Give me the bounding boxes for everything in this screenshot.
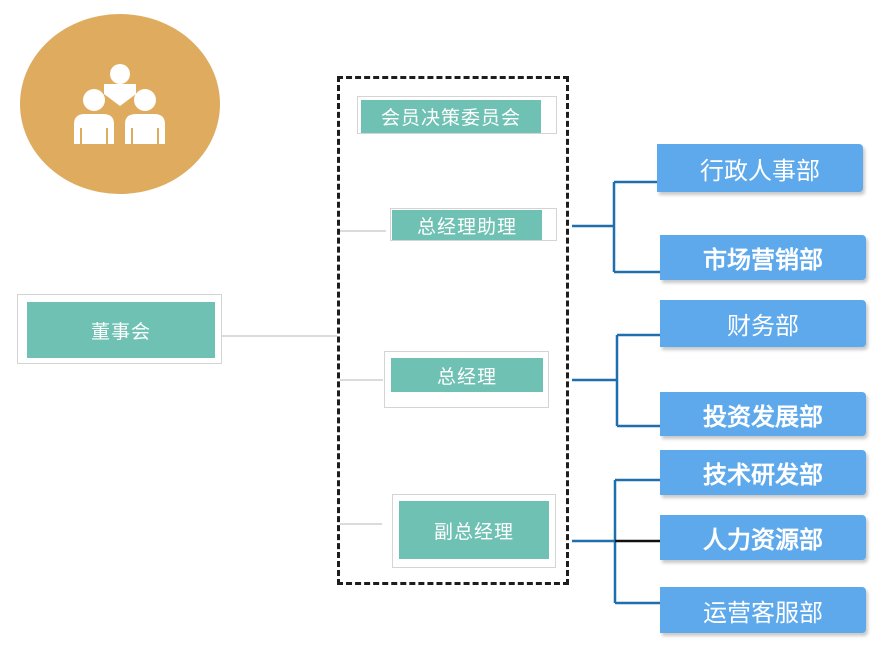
gm-label: 总经理 [436, 365, 497, 388]
management-dashed-frame [337, 76, 569, 585]
dept-marketing-label: 市场营销部 [703, 246, 823, 274]
dept-operations-label: 运营客服部 [703, 598, 823, 627]
people-group-icon [74, 64, 165, 144]
group2-connector [572, 333, 660, 428]
dept-finance-label: 财务部 [727, 312, 799, 340]
deputy-gm-box[interactable]: 副总经理 [399, 501, 549, 559]
dept-finance[interactable]: 财务部 [660, 300, 866, 347]
dept-investment[interactable]: 投资发展部 [660, 392, 866, 436]
dept-hr[interactable]: 人力资源部 [660, 515, 866, 560]
dept-operations[interactable]: 运营客服部 [660, 587, 866, 633]
dept-rnd[interactable]: 技术研发部 [660, 450, 866, 495]
assistant-gm-label: 总经理助理 [416, 215, 517, 238]
committee-box[interactable]: 会员决策委员会 [361, 100, 541, 133]
dept-admin-hr[interactable]: 行政人事部 [657, 144, 863, 192]
deputy-gm-label: 副总经理 [433, 520, 514, 543]
board-box[interactable]: 董事会 [27, 302, 215, 358]
gm-box[interactable]: 总经理 [391, 358, 543, 392]
organization-avatar [20, 14, 220, 194]
committee-label: 会员决策委员会 [380, 107, 521, 129]
dept-admin-hr-label: 行政人事部 [700, 156, 820, 185]
dept-hr-label: 人力资源部 [703, 526, 823, 554]
dept-investment-label: 投资发展部 [703, 402, 823, 431]
assistant-gm-box[interactable]: 总经理助理 [392, 210, 542, 240]
board-label: 董事会 [90, 320, 151, 343]
dept-rnd-label: 技术研发部 [703, 461, 823, 489]
dept-marketing[interactable]: 市场营销部 [660, 235, 866, 280]
group1-connector [572, 180, 660, 274]
